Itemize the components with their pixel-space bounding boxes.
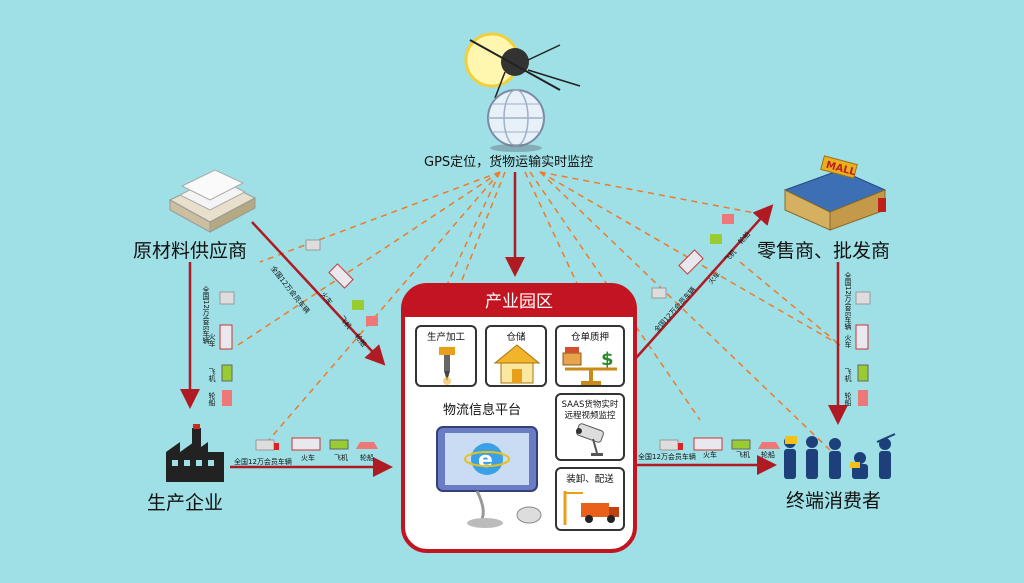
cell-storage: 仓储 xyxy=(485,325,547,387)
cell-production: 生产加工 xyxy=(415,325,477,387)
svg-text:$: $ xyxy=(601,349,614,370)
consumer-train-label: 火车 xyxy=(703,451,717,459)
transport-icons-supplier-diagonal xyxy=(305,239,378,326)
supplier-v-plane-label: 飞机 xyxy=(208,368,216,382)
retailer-v-trucks-label: 全国12万会员车辆 xyxy=(844,272,852,330)
computer-monitor-icon: e xyxy=(436,426,542,528)
producer-train-label: 火车 xyxy=(301,454,315,462)
park-title: 产业园区 xyxy=(405,287,633,317)
gps-label: GPS定位，货物运输实时监控 xyxy=(424,155,594,170)
drill-icon xyxy=(439,347,455,385)
globe-icon xyxy=(487,89,545,152)
supplier-label: 原材料供应商 xyxy=(133,240,248,262)
pallet-goods-icon xyxy=(168,169,257,233)
flow-arrows xyxy=(180,172,848,477)
retailer-v-train-label: 火车 xyxy=(844,334,852,348)
supplier-v-trucks-label: 全国12万会员车辆 xyxy=(202,286,210,344)
retailer-label: 零售商、批发商 xyxy=(757,240,891,262)
transport-icons-producer xyxy=(255,437,378,451)
saas-label-line1: SAAS货物实时 xyxy=(561,400,619,410)
security-camera-icon xyxy=(576,423,604,456)
supplier-to-park-arrow xyxy=(251,221,386,366)
saas-label-line2: 远程视频监控 xyxy=(564,411,616,421)
park-to-retailer-arrow xyxy=(635,204,774,359)
supplier-v-train-label: 火车 xyxy=(208,333,216,347)
storage-label: 仓储 xyxy=(506,332,526,343)
retailer-v-ship-label: 轮船 xyxy=(844,392,852,406)
cell-delivery: 装卸、配送 xyxy=(555,467,625,531)
consumer-ship-label: 轮船 xyxy=(761,451,775,459)
producer-ship-label: 轮船 xyxy=(360,454,374,462)
producer-plane-label: 飞机 xyxy=(334,454,348,462)
mall-icon: MALL xyxy=(783,155,887,231)
transport-icons-retailer-diagonal xyxy=(651,214,734,299)
pledge-label: 仓单质押 xyxy=(570,332,609,343)
producer-label: 生产企业 xyxy=(147,492,224,514)
transport-icons-consumer xyxy=(659,437,780,451)
supplier-v-ship-label: 轮船 xyxy=(208,392,216,406)
factory-icon xyxy=(166,424,224,482)
producer-trucks-label: 全国12万会员车辆 xyxy=(234,458,292,466)
transport-icons-retailer-vertical xyxy=(855,291,871,406)
consumers-group-icon xyxy=(784,433,896,479)
delivery-label: 装卸、配送 xyxy=(566,474,614,485)
cell-pledge: 仓单质押 $ xyxy=(555,325,625,387)
consumer-label: 终端消费者 xyxy=(786,490,882,512)
consumer-trucks-label: 全国12万会员车辆 xyxy=(638,453,696,461)
retailer-v-plane-label: 飞机 xyxy=(844,368,852,382)
gps-dashed-lines xyxy=(237,171,841,451)
platform-label: 物流信息平台 xyxy=(443,403,522,418)
transport-icons-supplier-vertical xyxy=(219,291,235,406)
production-label: 生产加工 xyxy=(426,332,465,343)
balance-scale-icon: $ xyxy=(562,347,617,385)
satellite-icon xyxy=(464,32,581,99)
truck-crane-icon xyxy=(563,491,619,525)
consumer-plane-label: 飞机 xyxy=(736,451,750,459)
warehouse-icon xyxy=(493,344,541,384)
cell-saas: SAAS货物实时 远程视频监控 xyxy=(555,393,625,461)
industrial-park-box: 产业园区 生产加工 仓储 仓单质押 $ xyxy=(401,283,637,553)
